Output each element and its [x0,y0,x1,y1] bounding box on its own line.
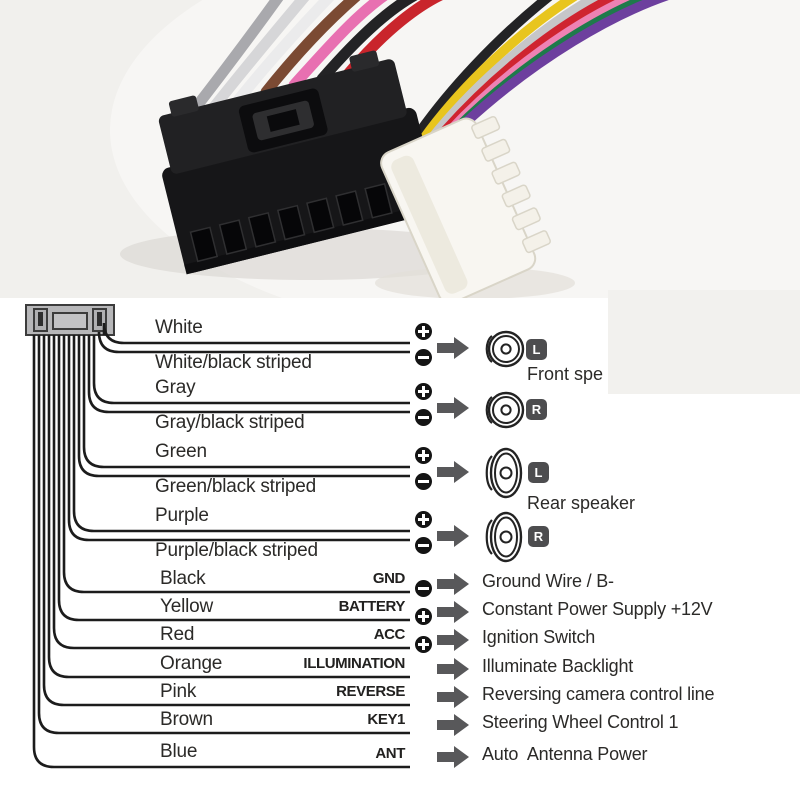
wire-gray-black [87,335,410,414]
terminal-label: KEY1 [367,711,405,728]
terminal-label: REVERSE [336,683,405,700]
wire-label: Orange [160,653,223,674]
plus-icon [415,323,432,340]
minus-icon [415,537,432,554]
arrow-icon [437,397,469,419]
minus-icon [415,349,432,366]
photo-wire-black [316,0,418,85]
rear-speaker-icon [485,511,523,563]
wire-blue [32,335,410,769]
white-connector [380,115,551,298]
wire-label-positive: Gray [155,377,196,398]
photo-wire-pink [288,0,388,91]
wire-description: Constant Power Supply +12V [482,599,713,619]
wire-brown [37,335,410,735]
arrow-icon [437,746,469,768]
arrow-icon [437,714,469,736]
plus-icon [415,636,432,653]
wire-label-positive: Purple [155,505,209,526]
photo-wire-silver [208,0,310,113]
minus-icon [415,473,432,490]
wire-label: Brown [160,709,213,730]
wire-green [82,335,410,469]
channel-badge: L [528,462,549,483]
terminal-label: GND [372,570,406,587]
wire-description: Reversing camera control line [482,684,715,704]
wire-label-positive: White [155,317,203,338]
wire-yellow [57,335,410,622]
plus-icon [415,511,432,528]
wire-label: Yellow [160,596,214,617]
photo-wire-white [233,0,335,105]
terminal-label: ACC [373,626,406,643]
channel-badge: L [526,339,547,360]
arrow-icon [437,686,469,708]
wire-description: Ignition Switch [482,627,596,647]
wire-label-negative: White/black striped [155,352,312,373]
wire-label: Red [160,624,195,645]
rear-speaker-icon [485,447,523,499]
wire-description: Steering Wheel Control 1 [482,712,679,732]
harness-photo [0,0,800,298]
wire-label-negative: Green/black striped [155,476,316,497]
wire-black [62,335,410,594]
minus-icon [415,580,432,597]
wire-white [102,322,410,345]
arrow-icon [437,337,469,359]
wire-green-black [77,335,410,478]
photo-wire-purple [458,0,670,130]
wire-purple-black [67,335,410,542]
front-speaker-icon [485,330,525,368]
plus-icon [415,608,432,625]
photo-wire-yellow [408,0,578,159]
plus-icon [415,383,432,400]
wire-label-positive: Green [155,441,207,462]
arrow-icon [437,629,469,651]
wire-red [52,335,410,650]
wire-label: Black [160,568,206,589]
wire-description: Ground Wire / B- [482,571,614,591]
photo-wire-brown [260,0,361,98]
arrow-icon [437,525,469,547]
wire-white-black [97,331,410,354]
wire-paths [32,322,410,769]
wire-description: Auto Antenna Power [482,744,648,764]
wire-orange [47,335,410,679]
front-speaker-group-label: Front spe [527,364,604,384]
wire-label: Blue [160,741,198,762]
photo-wire-gray-2 [420,0,600,152]
terminal-label: ANT [375,745,405,762]
arrow-icon [437,601,469,623]
wire-label-negative: Purple/black striped [155,540,318,561]
watermark-patch [608,290,800,394]
wire-pink [42,335,410,707]
rear-speaker-group-label: Rear speaker [527,493,636,513]
terminal-label: BATTERY [338,598,406,615]
front-speaker-icon [485,391,525,429]
wire-label: Pink [160,681,197,702]
wire-label-negative: Gray/black striped [155,412,305,433]
wire-purple [72,335,410,533]
photo-wire-gray [184,0,284,121]
connector-icon [25,304,115,336]
black-connector [158,50,441,275]
arrow-icon [437,461,469,483]
terminal-label: ILLUMINATION [303,655,405,672]
wire-gray [92,335,410,405]
wire-description: Illuminate Backlight [482,656,634,676]
arrow-icon [437,573,469,595]
minus-icon [415,409,432,426]
channel-badge: R [526,399,547,420]
connector-teeth [471,115,551,254]
channel-badge: R [528,526,549,547]
plus-icon [415,447,432,464]
arrow-icon [437,658,469,680]
